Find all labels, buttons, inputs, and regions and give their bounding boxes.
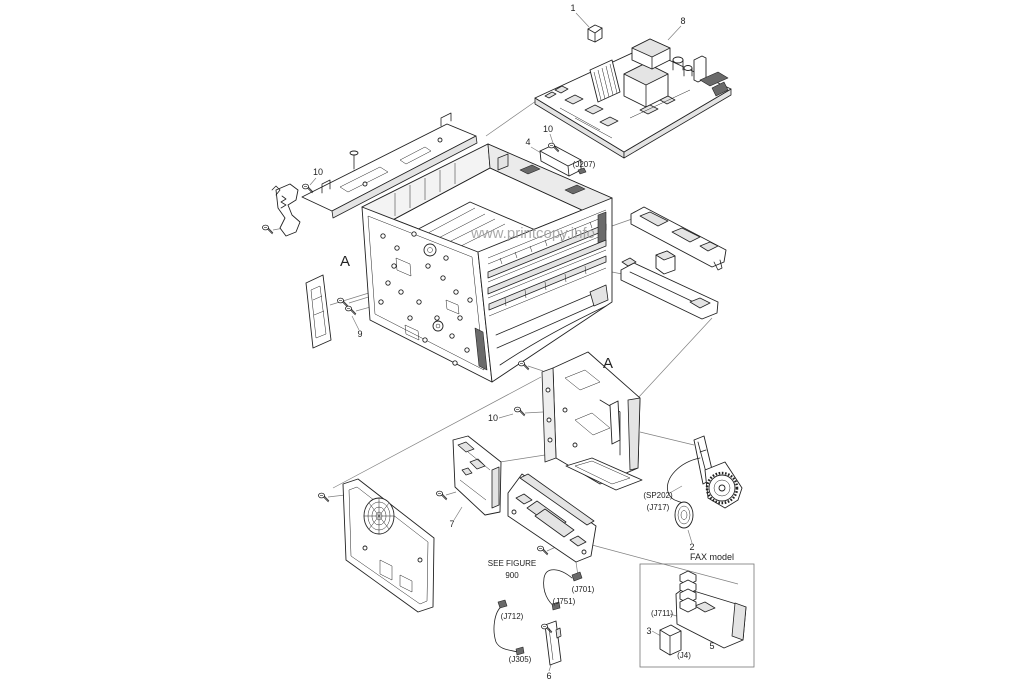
- fax-model-title: FAX model: [690, 552, 734, 562]
- callout-part-7: 7: [449, 519, 454, 529]
- screw: [436, 490, 448, 501]
- screw: [318, 492, 330, 503]
- callout-part-9: 9: [357, 329, 362, 339]
- callout-part-5: 5: [709, 641, 714, 651]
- callout-part-6: 6: [546, 671, 551, 681]
- connector-clip-part-1: [587, 24, 603, 43]
- callout-part-1: 1: [570, 3, 575, 13]
- screw-vertical: [349, 150, 359, 170]
- fax-board-part-5: [675, 570, 747, 649]
- left-side-cover: [305, 274, 332, 349]
- view-a-label-left: A: [340, 253, 350, 270]
- callout-connector-sp202: (SP202): [643, 491, 673, 500]
- callout-connector-j305: (J305): [509, 655, 532, 664]
- screw: [302, 183, 314, 194]
- rear-top-bracket: [301, 112, 478, 219]
- watermark-text: www.printcopy.info: [470, 225, 595, 242]
- callout-part-2: 2: [689, 542, 694, 552]
- callout-labels: 1 8 10 4 (J207) 10 A 9 A 10 (SP202) (J71…: [313, 3, 734, 681]
- callout-connector-j701: (J701): [572, 585, 595, 594]
- upper-paper-guide: [630, 206, 727, 271]
- control-board-part-7: [452, 435, 502, 516]
- see-figure-label: SEE FIGURE: [488, 559, 536, 568]
- side-panel-holes: [378, 231, 473, 366]
- screw: [345, 305, 357, 316]
- fax-model-frame: [639, 563, 755, 668]
- callout-connector-j4: (J4): [677, 651, 691, 660]
- fax-model-inset: [639, 563, 755, 668]
- guide-connector-block: [655, 250, 676, 275]
- drive-gear-assembly-part-2: [667, 435, 743, 529]
- lower-paper-guide: [620, 257, 719, 320]
- callout-part-10-middle: 10: [488, 413, 498, 423]
- screw: [262, 224, 274, 235]
- view-a-label-right: A: [603, 355, 613, 372]
- see-figure-number: 900: [505, 571, 519, 580]
- callout-part-10-left: 10: [313, 167, 323, 177]
- callout-part-10-top: 10: [543, 124, 553, 134]
- side-frame-view-a: [541, 351, 643, 491]
- left-spring-bracket: [271, 183, 301, 237]
- fan-grill: [363, 497, 395, 535]
- callout-connector-j207: (J207): [573, 160, 596, 169]
- main-board-part-8: [534, 38, 732, 159]
- printer-chassis: [361, 143, 613, 383]
- callout-part-3: 3: [646, 626, 651, 636]
- callout-part-8: 8: [680, 16, 685, 26]
- screw: [514, 406, 526, 417]
- callout-connector-j712: (J712): [501, 612, 524, 621]
- fax-part-3: [659, 624, 682, 656]
- screw: [537, 545, 549, 556]
- callout-connector-j717: (J717): [647, 503, 670, 512]
- callout-part-4: 4: [525, 137, 530, 147]
- cable-j751: [543, 569, 583, 611]
- callout-connector-j711: (J711): [651, 609, 673, 618]
- small-cover-part-6: [544, 620, 562, 666]
- formatter-board: [507, 473, 597, 563]
- rear-panel-with-fan-grill: [342, 478, 435, 613]
- cable-j712: [493, 599, 525, 656]
- screw: [337, 297, 349, 308]
- screw: [518, 360, 530, 371]
- callout-connector-j751: (J751): [553, 597, 576, 606]
